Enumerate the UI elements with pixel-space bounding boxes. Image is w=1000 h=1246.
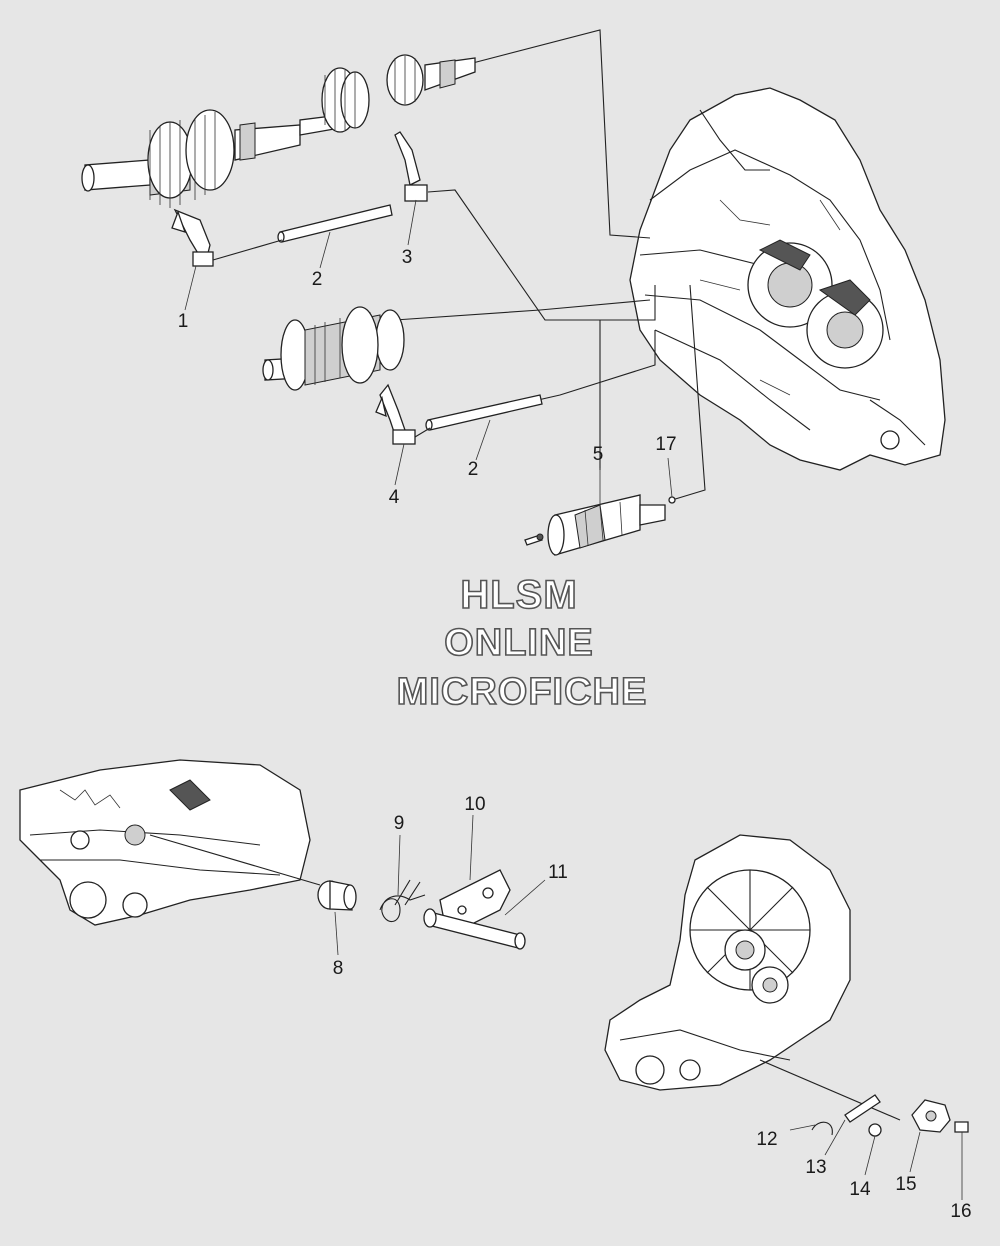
main-shaft-upper: [81, 54, 476, 208]
callout-1: 1: [178, 311, 189, 332]
watermark-line-2: ONLINE: [444, 622, 594, 664]
shift-lever-plate: [439, 869, 511, 926]
callout-14: 14: [849, 1179, 871, 1200]
shift-spring: [379, 879, 426, 923]
shaft-bushing: [317, 880, 357, 911]
callout-16: 16: [950, 1201, 971, 1222]
callout-5: 5: [593, 444, 604, 465]
callout-labels: 1 2 3 4 2 5 17 8 9 10 11 12 13 14 15 16: [178, 247, 972, 1222]
watermark: HLSM ONLINE MICROFICHE: [396, 572, 648, 714]
callout-4: 4: [389, 487, 400, 508]
callout-8: 8: [333, 958, 344, 979]
crankcase-lower-right: [604, 834, 901, 1121]
crankcase-half-upper: [629, 87, 946, 471]
shift-shaft: [423, 908, 526, 950]
fork-rod-lower: [414, 394, 543, 438]
shift-fork-3: [394, 131, 428, 202]
callout-3: 3: [402, 247, 413, 268]
leader-lines: [184, 199, 963, 1200]
watermark-line-3: MICROFICHE: [397, 671, 648, 713]
counter-shaft: [262, 306, 405, 391]
shift-fork-4: [375, 383, 416, 445]
callout-15: 15: [895, 1174, 916, 1195]
shift-drum: [524, 494, 676, 556]
callout-13: 13: [805, 1157, 826, 1178]
callout-11: 11: [548, 862, 568, 883]
callout-9: 9: [394, 813, 405, 834]
callout-10: 10: [464, 794, 485, 815]
callout-17: 17: [655, 434, 676, 455]
callout-12: 12: [756, 1129, 777, 1150]
callout-2-upper: 2: [312, 269, 323, 290]
crankcase-lower-left: [19, 759, 321, 926]
fork-rod-upper: [212, 204, 393, 261]
watermark-line-1: HLSM: [460, 573, 577, 617]
shift-fork-1: [171, 208, 214, 267]
callout-2-lower: 2: [468, 459, 479, 480]
